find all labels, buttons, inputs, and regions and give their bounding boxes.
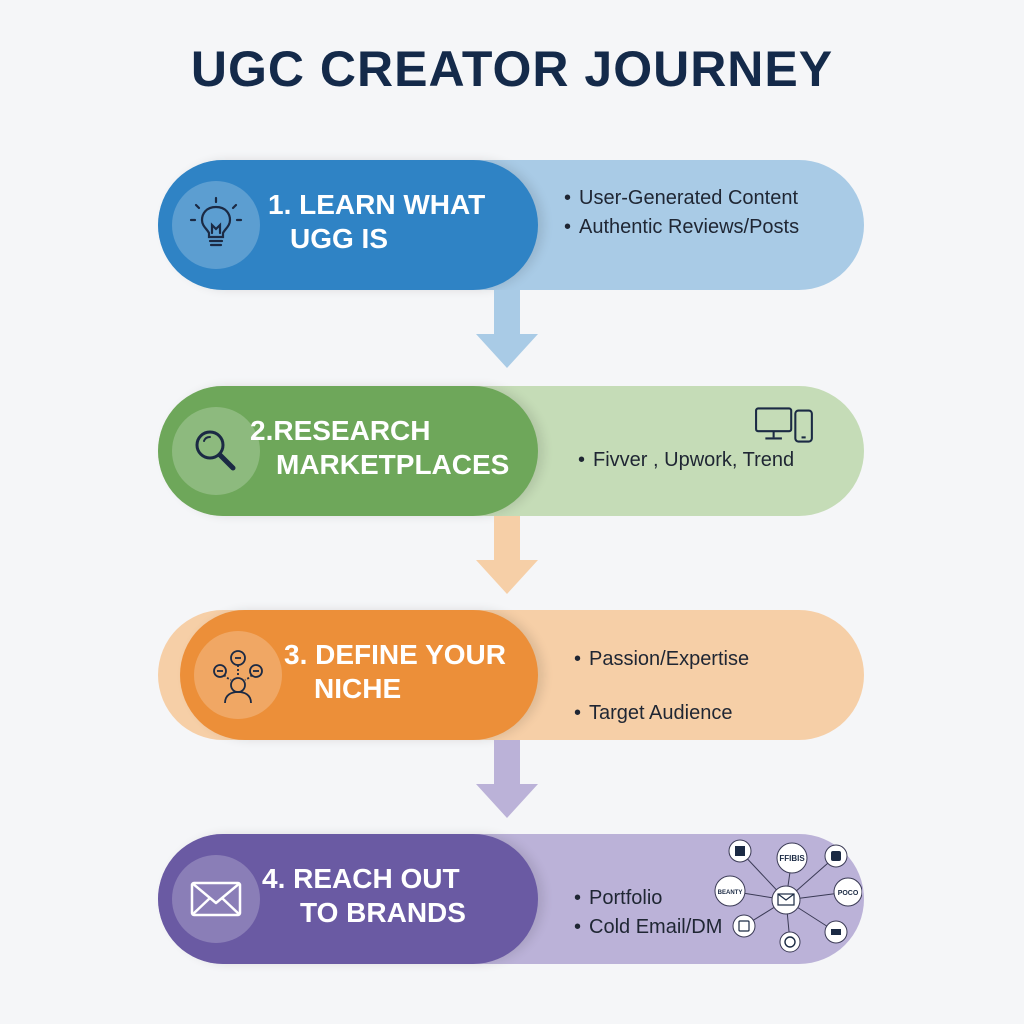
step-4-icon-circle bbox=[172, 855, 260, 943]
magnifier-icon bbox=[195, 430, 236, 471]
step-1-learn-ugc: 1. LEARN WHAT UGG IS User-Generated Cont… bbox=[158, 160, 864, 290]
step-3-title-line1: 3. DEFINE YOUR bbox=[284, 639, 506, 670]
brand-network-icon: FFIBIS BEANTY POCO bbox=[714, 839, 862, 953]
lightbulb-icon bbox=[189, 196, 243, 247]
step-3-bullet: Target Audience bbox=[574, 686, 749, 740]
step-3-icon-circle bbox=[194, 631, 282, 719]
step-2-title-line1: 2.RESEARCH bbox=[250, 415, 431, 446]
page-title: UGC CREATOR JOURNEY bbox=[190, 41, 834, 97]
step-1-bullet: Authentic Reviews/Posts bbox=[564, 213, 799, 242]
step-2-label-pill: 2.RESEARCH MARKETPLACES bbox=[158, 386, 538, 516]
step-3-bullets: Passion/Expertise Target Audience bbox=[574, 632, 749, 740]
brand-label: POCO bbox=[838, 890, 859, 897]
step-2-icon-circle bbox=[172, 407, 260, 495]
step-1-title: 1. LEARN WHAT UGG IS bbox=[268, 188, 485, 256]
arrow-down-icon bbox=[476, 290, 538, 370]
brand-label: FFIBIS bbox=[779, 854, 805, 863]
arrow-down-icon bbox=[476, 740, 538, 820]
step-1-bullets: User-Generated Content Authentic Reviews… bbox=[564, 184, 799, 242]
step-2-research-marketplaces: 2.RESEARCH MARKETPLACES Fivver , Upwork,… bbox=[158, 386, 864, 516]
step-1-icon-circle bbox=[172, 181, 260, 269]
step-3-bullet: Passion/Expertise bbox=[574, 632, 749, 686]
step-4-bullet: Portfolio bbox=[574, 884, 722, 913]
envelope-icon bbox=[190, 881, 242, 917]
step-3-title-line2: NICHE bbox=[314, 673, 402, 704]
step-1-bullet: User-Generated Content bbox=[564, 184, 799, 213]
step-4-title: 4. REACH OUT TO BRANDS bbox=[262, 862, 466, 930]
step-3-label-pill: 3. DEFINE YOUR NICHE bbox=[180, 610, 538, 740]
step-2-title-line2: MARKETPLACES bbox=[276, 449, 510, 480]
brand-label: BEANTY bbox=[718, 890, 743, 896]
step-3-title: 3. DEFINE YOUR NICHE bbox=[284, 638, 506, 706]
step-4-reach-out-to-brands: 4. REACH OUT TO BRANDS Portfolio Cold Em… bbox=[158, 834, 864, 964]
step-4-title-line2: TO BRANDS bbox=[300, 897, 466, 928]
step-4-title-line1: 4. REACH OUT bbox=[262, 863, 460, 894]
step-1-label-pill: 1. LEARN WHAT UGG IS bbox=[158, 160, 538, 290]
arrow-down-icon bbox=[476, 516, 538, 596]
step-1-title-line1: 1. LEARN WHAT bbox=[268, 189, 486, 220]
step-2-title: 2.RESEARCH MARKETPLACES bbox=[250, 414, 509, 482]
step-2-bullets: Fivver , Upwork, Trend bbox=[578, 446, 794, 475]
step-2-bullet: Fivver , Upwork, Trend bbox=[578, 446, 794, 475]
step-4-label-pill: 4. REACH OUT TO BRANDS bbox=[158, 834, 538, 964]
step-4-bullet: Cold Email/DM bbox=[574, 913, 722, 942]
person-ideas-icon bbox=[213, 650, 263, 704]
step-4-bullets: Portfolio Cold Email/DM bbox=[574, 884, 722, 942]
step-3-define-niche: 3. DEFINE YOUR NICHE Passion/Expertise T… bbox=[158, 610, 864, 740]
devices-icon bbox=[755, 407, 813, 443]
step-1-title-line2: UGG IS bbox=[290, 223, 389, 254]
